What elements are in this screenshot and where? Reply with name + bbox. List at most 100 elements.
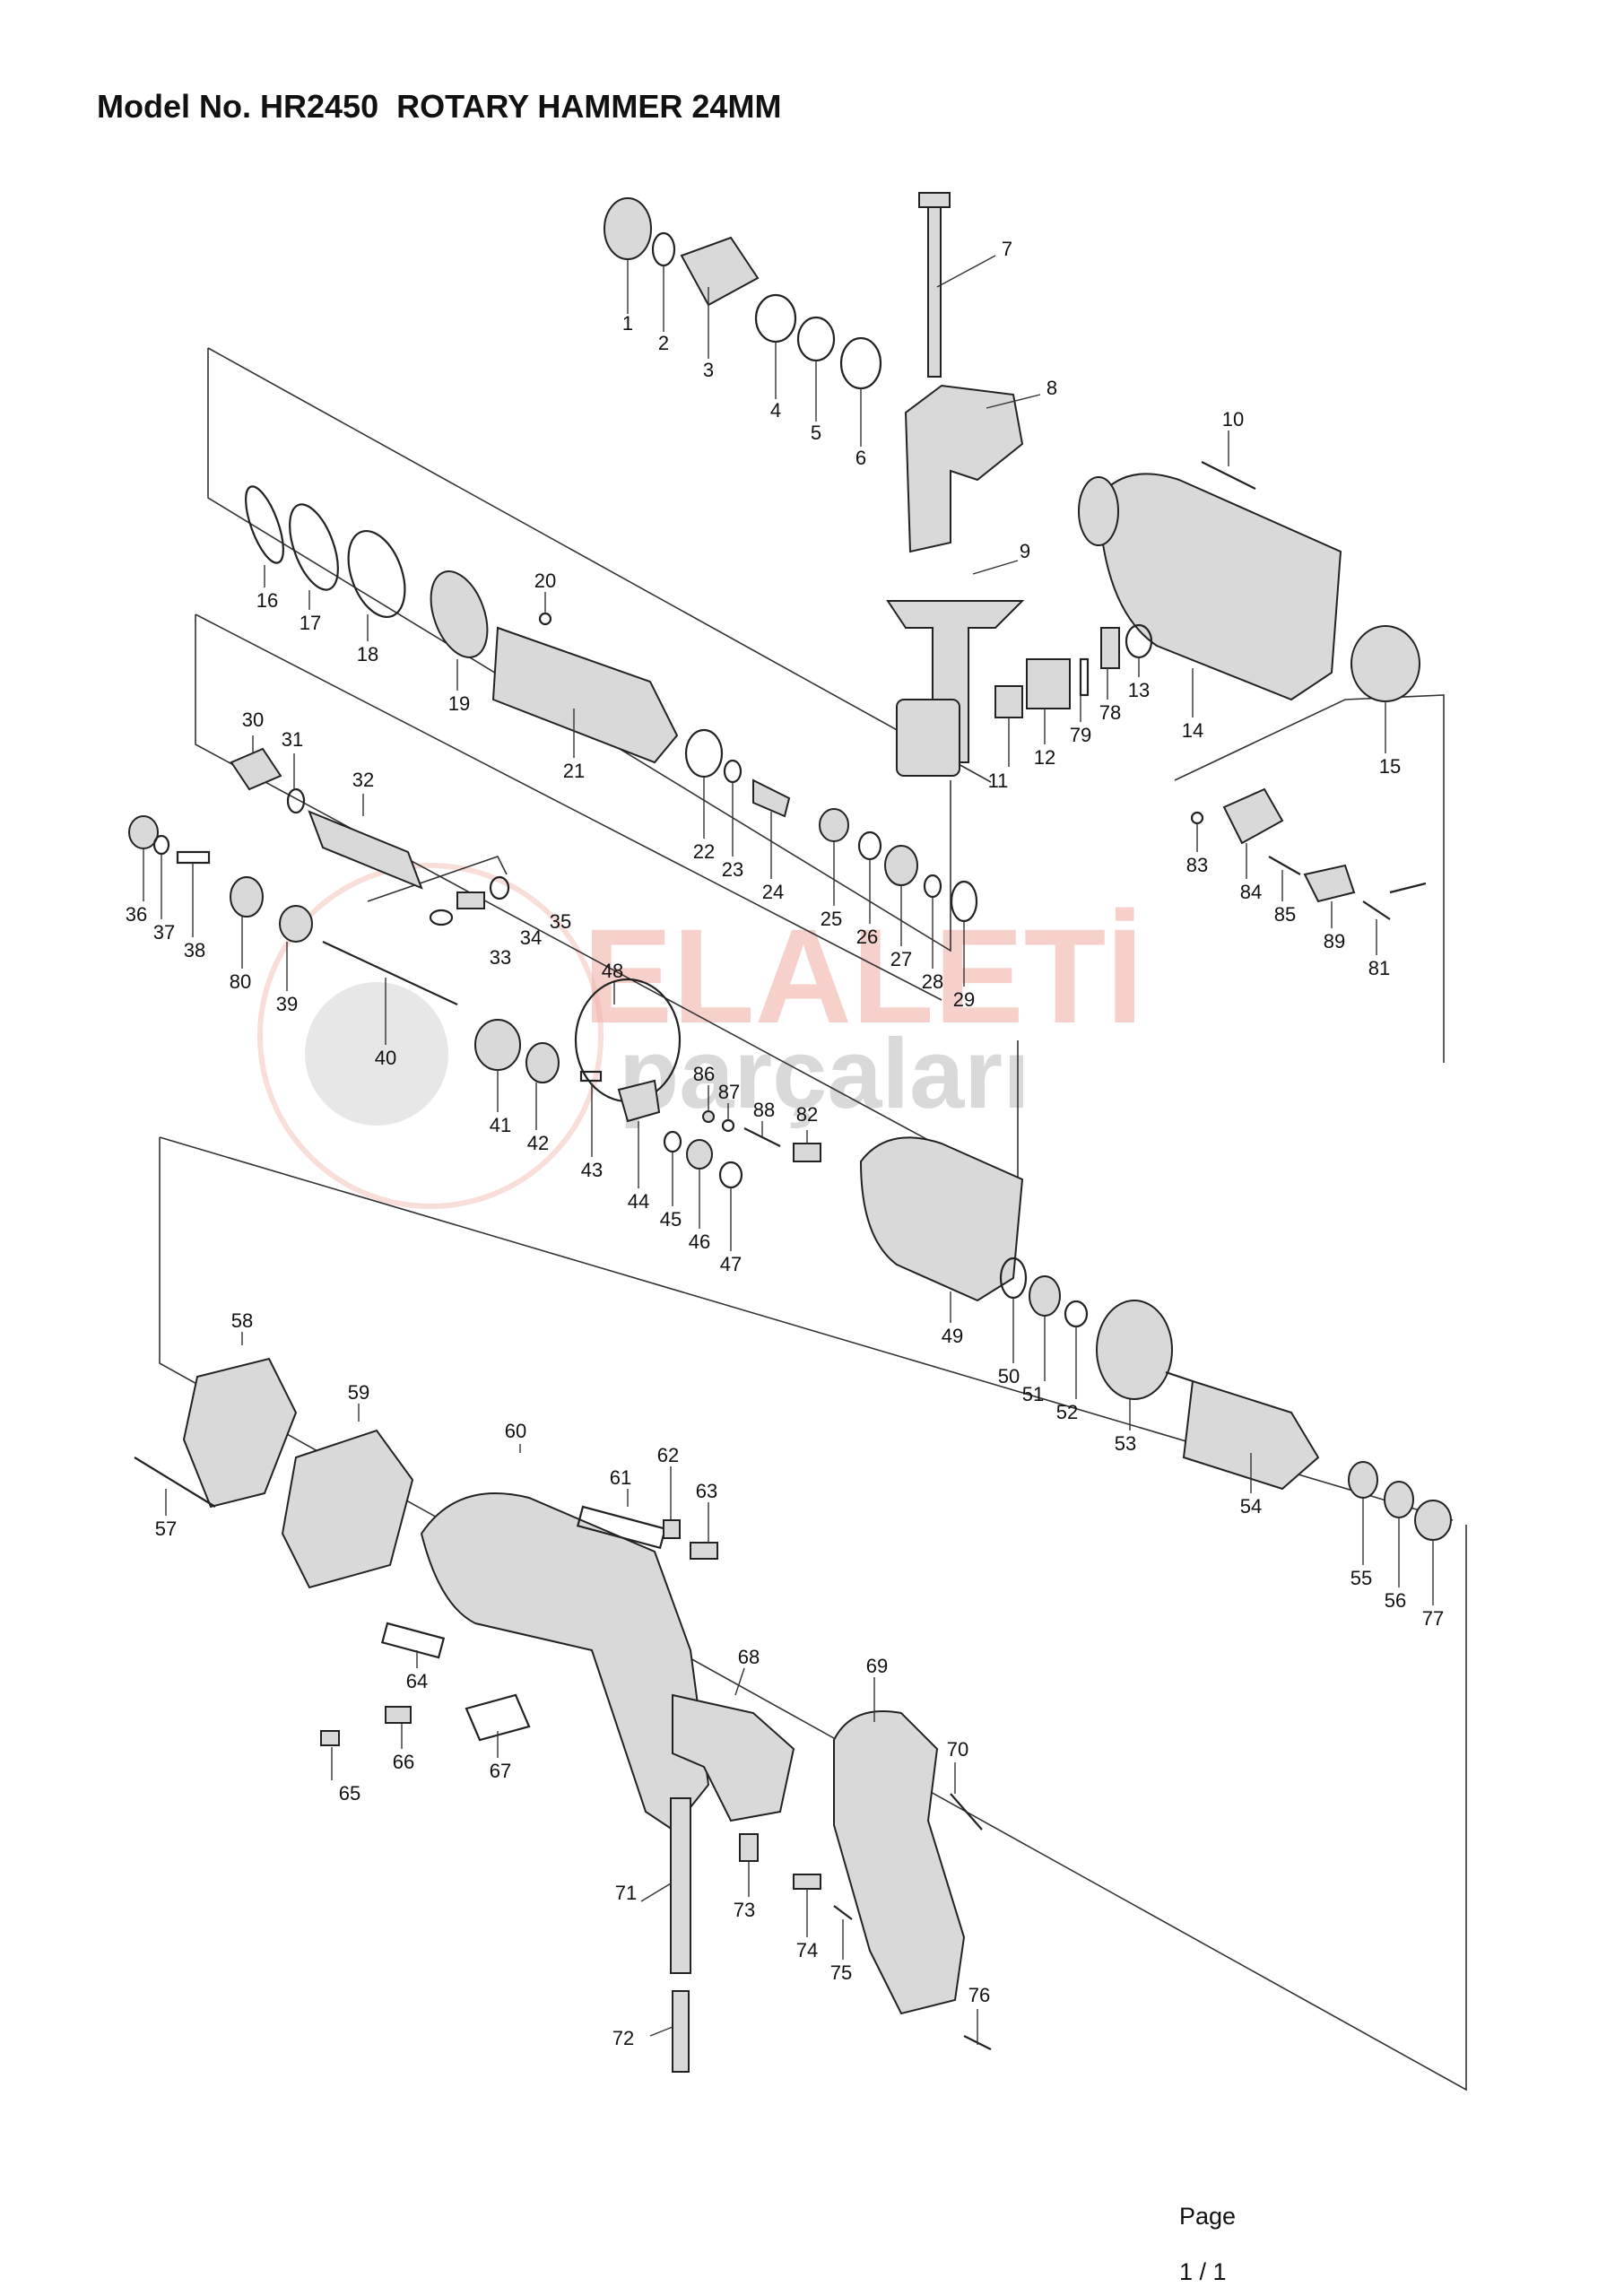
- part-label-35: 35: [550, 910, 571, 933]
- part-label-52: 52: [1056, 1401, 1078, 1423]
- part-15-shape: [1350, 625, 1420, 702]
- part-39-shape: [279, 905, 313, 943]
- part-83-shape: [1190, 811, 1204, 825]
- part-81b-shape: [1389, 882, 1427, 894]
- part-label-49: 49: [942, 1325, 963, 1347]
- part-label-1: 1: [622, 312, 633, 335]
- part-81-shape: [1362, 900, 1391, 920]
- part-33-shape: [429, 909, 454, 926]
- part-37-shape: [152, 834, 170, 856]
- part-79-shape: [1079, 657, 1090, 697]
- part-24-shape: [752, 778, 791, 818]
- part-67-shape: [465, 1693, 531, 1742]
- part-53-shape: [1096, 1300, 1173, 1400]
- part-69-shape: [833, 1710, 966, 2015]
- part-54-shape: [1182, 1379, 1320, 1491]
- part-label-10: 10: [1222, 408, 1244, 430]
- part-35-shape: [489, 875, 510, 900]
- part-label-48: 48: [602, 960, 623, 982]
- part-labels: 1 2 3 4 5 6 7 8 9 10 11 12 13 14 15 16 1…: [126, 238, 1444, 2049]
- part-label-15: 15: [1379, 755, 1401, 778]
- part-85-shape: [1268, 856, 1301, 875]
- part-61-shape: [576, 1505, 667, 1550]
- part-78-shape: [1100, 627, 1120, 669]
- part-label-30: 30: [242, 709, 264, 731]
- part-58-shape: [182, 1357, 298, 1509]
- part-75-shape: [833, 1905, 853, 1920]
- part-47-shape: [718, 1161, 743, 1189]
- part-label-68: 68: [738, 1646, 760, 1668]
- part-label-70: 70: [947, 1738, 968, 1761]
- leader-lines: [143, 255, 1434, 2045]
- part-40-shape: [322, 941, 458, 1005]
- part-label-42: 42: [527, 1132, 549, 1154]
- part-label-4: 4: [770, 399, 781, 422]
- part-label-87: 87: [718, 1081, 740, 1103]
- part-label-34: 34: [520, 926, 542, 949]
- part-label-71: 71: [615, 1882, 637, 1904]
- part-label-33: 33: [490, 946, 511, 969]
- frame-lower: [159, 1137, 1467, 2092]
- part-label-31: 31: [282, 728, 303, 751]
- page-title: Model No. HR2450 ROTARY HAMMER 24MM: [79, 50, 781, 126]
- part-label-44: 44: [628, 1190, 649, 1213]
- part-label-7: 7: [1002, 238, 1012, 260]
- title-text: Model No. HR2450 ROTARY HAMMER 24MM: [97, 88, 782, 125]
- part-89-shape: [1303, 864, 1356, 903]
- part-45-shape: [663, 1130, 682, 1153]
- part-label-22: 22: [693, 840, 715, 863]
- part-label-63: 63: [696, 1480, 717, 1502]
- part-label-59: 59: [348, 1381, 369, 1404]
- frame-33-35: [367, 856, 508, 902]
- part-68-shape: [672, 1693, 795, 1822]
- part-label-8: 8: [1046, 377, 1057, 399]
- part-4-shape: [754, 293, 797, 344]
- part-82-shape: [793, 1143, 821, 1162]
- part-46-shape: [686, 1139, 713, 1170]
- part-55-shape: [1348, 1461, 1378, 1499]
- part-25-shape: [819, 808, 849, 842]
- part-59-shape: [281, 1429, 414, 1589]
- part-label-53: 53: [1115, 1432, 1136, 1455]
- part-27-shape: [884, 845, 918, 886]
- part-label-81: 81: [1368, 957, 1390, 979]
- part-label-19: 19: [448, 692, 470, 715]
- part-8-shape: [904, 384, 1024, 553]
- part-72-shape: [672, 1990, 690, 2073]
- part-label-56: 56: [1385, 1589, 1406, 1612]
- part-label-61: 61: [610, 1466, 631, 1489]
- part-label-38: 38: [184, 939, 205, 961]
- page-label: Page: [1179, 2203, 1237, 2230]
- part-label-6: 6: [855, 447, 866, 469]
- part-label-25: 25: [821, 908, 842, 930]
- part-label-55: 55: [1350, 1567, 1372, 1589]
- part-28-shape: [923, 874, 942, 899]
- watermark-ring: [257, 863, 604, 1209]
- frame-upper: [207, 348, 951, 952]
- part-22-shape: [684, 728, 724, 778]
- part-label-66: 66: [393, 1751, 414, 1773]
- part-label-40: 40: [375, 1047, 396, 1069]
- part-label-88: 88: [753, 1099, 775, 1121]
- part-label-21: 21: [563, 760, 585, 782]
- part-16-shape: [245, 485, 284, 564]
- part-19-shape: [430, 570, 489, 658]
- part-drawings: [128, 192, 1452, 2073]
- page-number: 1 / 1: [1179, 2258, 1227, 2285]
- part-86-shape: [702, 1110, 715, 1123]
- part-label-62: 62: [657, 1444, 679, 1466]
- part-label-45: 45: [660, 1208, 682, 1231]
- part-38-shape: [176, 850, 211, 865]
- part-18-shape: [347, 529, 406, 619]
- part-label-39: 39: [276, 993, 298, 1015]
- part-3-shape: [680, 236, 760, 307]
- part-label-65: 65: [339, 1782, 360, 1805]
- part-label-36: 36: [126, 903, 147, 926]
- part-label-67: 67: [490, 1760, 511, 1782]
- part-5-shape: [796, 316, 836, 362]
- part-12-shape: [1026, 658, 1071, 709]
- watermark-sub: parçaları: [619, 1019, 1030, 1129]
- part-14-nose: [1078, 476, 1119, 546]
- part-65-shape: [320, 1730, 340, 1746]
